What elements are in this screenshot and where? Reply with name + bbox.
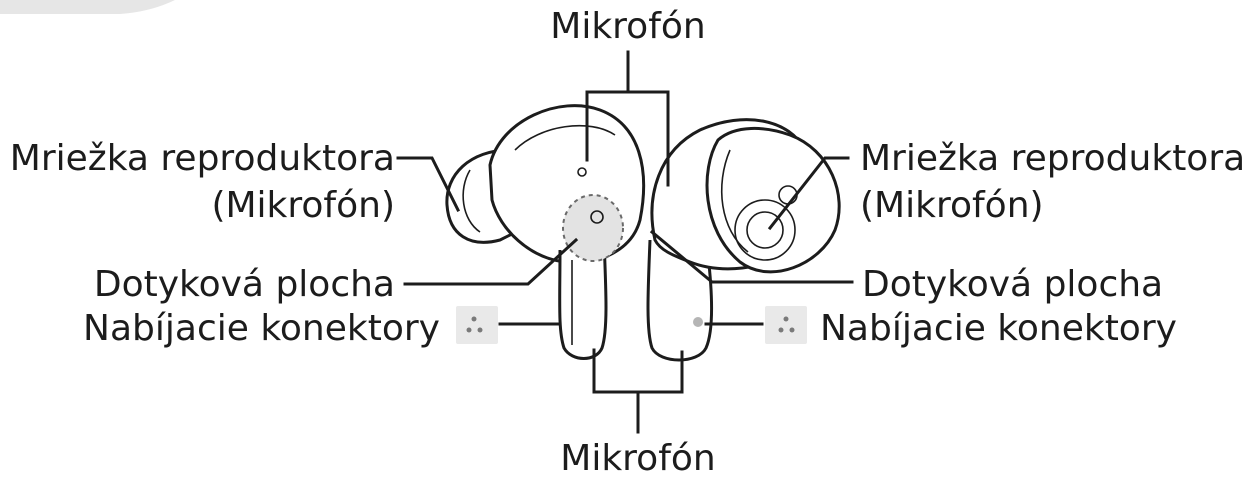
left-touch-pad-area (562, 194, 624, 262)
left-earbud (445, 104, 646, 360)
left-charging-connector-icon (456, 306, 498, 344)
right-earbud-contact-dot (693, 317, 703, 327)
label-left-grille-line2: (Mikrofón) (211, 185, 395, 226)
right-ear-tip (705, 126, 841, 274)
right-grille-ring (734, 199, 796, 261)
left-top-mic-hole (577, 167, 587, 177)
label-right-grille-line1: Mriežka reproduktora (860, 138, 1245, 179)
label-right-grille-line2: (Mikrofón) (860, 185, 1044, 226)
label-left-grille-line1: Mriežka reproduktora (10, 138, 395, 179)
corner-tab-decoration (0, 0, 175, 14)
right-earbud (646, 118, 841, 362)
label-right-touch-pad: Dotyková plocha (862, 264, 1163, 305)
label-right-charging: Nabíjacie konektory (820, 308, 1177, 349)
label-left-touch-pad: Dotyková plocha (94, 264, 395, 305)
label-mic-top: Mikrofón (550, 6, 705, 47)
label-left-charging: Nabíjacie konektory (83, 308, 440, 349)
right-charging-connector-icon (765, 306, 807, 344)
leader-lines (396, 50, 854, 434)
label-mic-bottom: Mikrofón (560, 438, 715, 479)
